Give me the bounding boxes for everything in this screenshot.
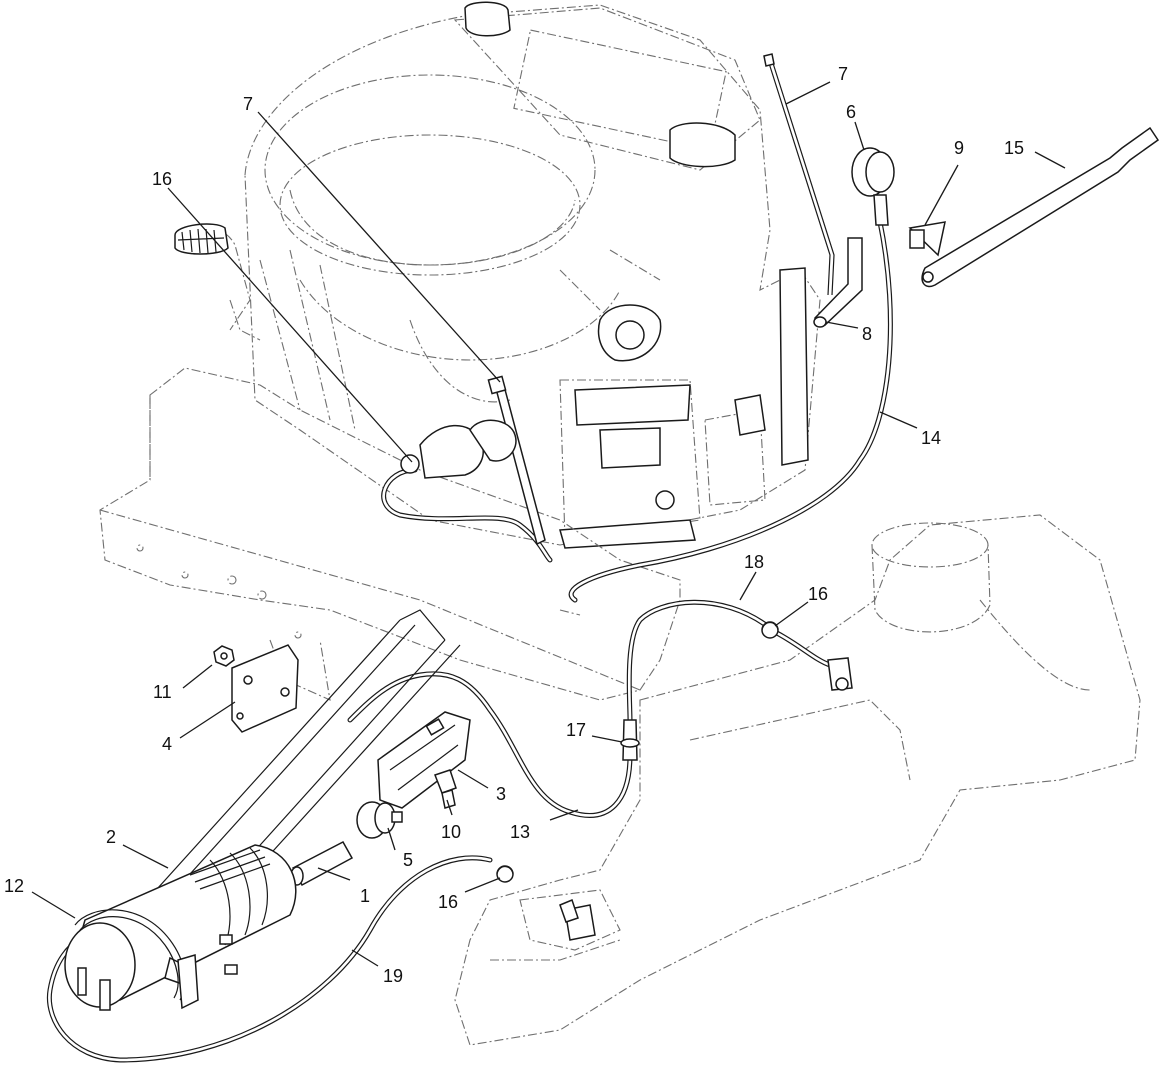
engine-ghost [179,4,821,546]
part-2-canister [64,844,297,1011]
tank-fitting-lower [559,898,596,941]
callout-15: 15 [1004,138,1024,158]
hoses [46,219,893,1063]
callout-3: 3 [496,784,506,804]
part-4-plate [231,644,299,733]
fuel-tank-ghost [454,514,1141,1046]
part-16-clamp-lower [496,865,514,883]
callout-16-lower: 16 [438,892,458,912]
callout-11: 11 [153,682,172,702]
part-16-clamp-mid [761,621,779,639]
part-7-rod-right [763,53,835,296]
part-16-clamp-upper [400,419,517,479]
engine-hardware-solid [174,1,809,549]
callout-6: 6 [846,102,856,122]
callouts: 1 2 3 4 5 6 7 7 8 9 10 11 12 13 14 15 16… [4,64,1024,986]
callout-7-left: 7 [243,94,253,114]
callout-14: 14 [921,428,941,448]
part-7-tube-left [487,375,546,546]
part-9-clip [908,221,946,257]
part-1-tube [290,840,354,887]
part-12-strap [74,909,199,1010]
part-8-elbow [813,237,863,328]
callout-18: 18 [744,552,764,572]
callout-10: 10 [441,822,461,842]
callout-5: 5 [403,850,413,870]
part-15-bracket [921,126,1160,288]
callout-16-mid: 16 [808,584,828,604]
part-3-bracket [377,711,471,809]
part-17-connector [620,719,640,761]
callout-1: 1 [360,886,370,906]
part-10-bolt [434,769,457,809]
callout-12: 12 [4,876,24,896]
tank-fitting-upper [827,657,853,691]
callout-13: 13 [510,822,530,842]
callout-16-upper: 16 [152,169,172,189]
callout-19: 19 [383,966,403,986]
callout-4: 4 [162,734,172,754]
part-5-filter [356,801,403,839]
leader-lines [31,81,1066,967]
callout-9: 9 [954,138,964,158]
part-6-vent-valve [851,147,895,226]
part-11-nut [213,645,235,667]
callout-7-right: 7 [838,64,848,84]
callout-17: 17 [566,720,586,740]
callout-2: 2 [106,827,116,847]
callout-8: 8 [862,324,872,344]
